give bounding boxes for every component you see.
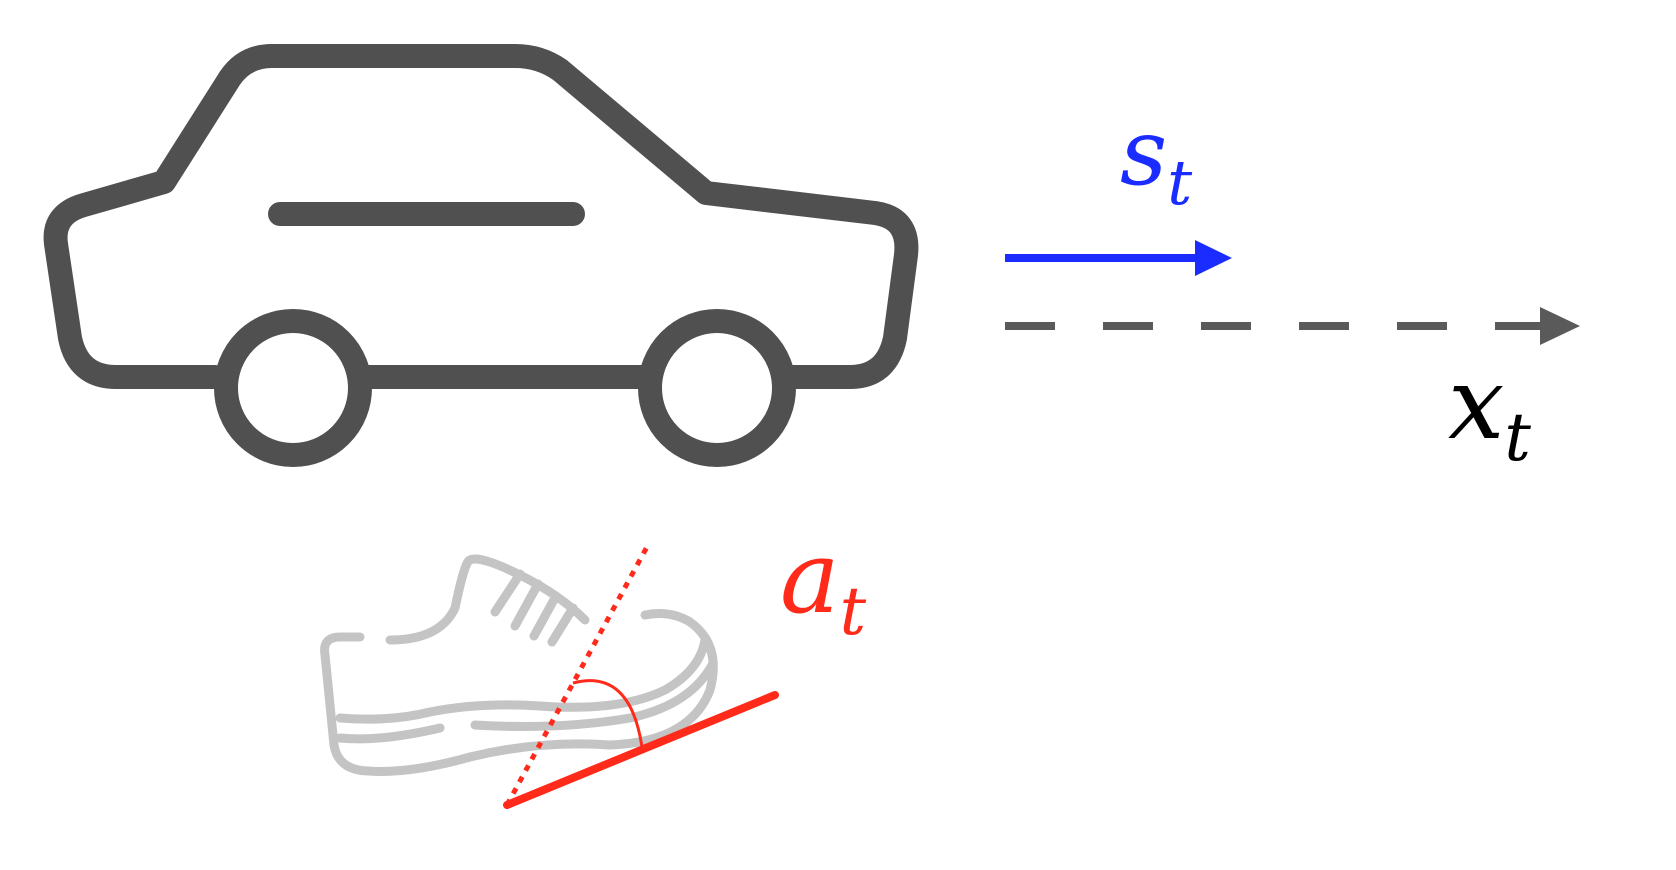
- car-icon: [43, 44, 919, 467]
- shoe-icon: [320, 554, 718, 776]
- speed-label: st: [1120, 99, 1192, 219]
- position-arrow: [1005, 307, 1580, 345]
- action-indicator: [503, 543, 779, 809]
- speed-arrow: [1005, 240, 1232, 276]
- position-label: xt: [1448, 345, 1531, 476]
- action-label: at: [780, 519, 867, 650]
